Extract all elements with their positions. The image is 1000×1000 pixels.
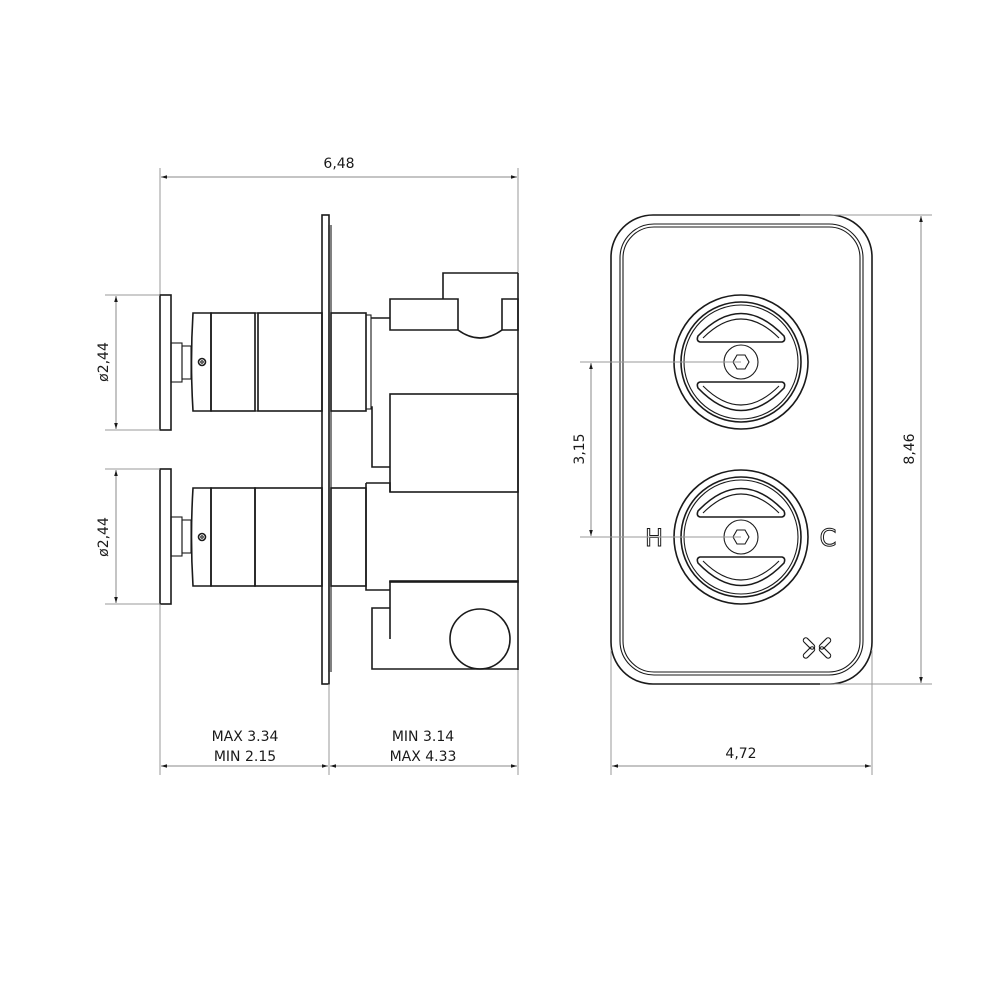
lower-handle-diameter-dimension: ø2,44 xyxy=(96,468,160,605)
svg-text:C: C xyxy=(820,524,837,552)
width-dimension: 4,72 xyxy=(610,650,873,775)
svg-text:H: H xyxy=(645,524,663,552)
valve-body xyxy=(365,272,519,670)
cold-marker: C xyxy=(819,524,837,553)
height-label: 8,46 xyxy=(902,433,918,464)
hot-marker: H xyxy=(644,524,663,553)
overall-width-label: 6,48 xyxy=(323,156,354,172)
width-label: 4,72 xyxy=(725,746,756,762)
wall-left-label-line2: MIN 2.15 xyxy=(214,749,276,765)
wall-plate xyxy=(321,214,332,685)
wall-depth-dimensions: MAX 3.34 MIN 2.15 MIN 3.14 MAX 4.33 xyxy=(159,604,519,775)
upper-diameter-label: ø2,44 xyxy=(96,342,112,382)
front-view: H C 3,15 8,46 xyxy=(572,214,932,775)
wall-left-label-line1: MAX 3.34 xyxy=(212,729,279,745)
handle-spacing-dimension: 3,15 xyxy=(572,361,741,538)
upper-handle-face xyxy=(673,294,809,430)
wall-right-label-line2: MAX 4.33 xyxy=(390,749,457,765)
trim-plate xyxy=(610,214,873,685)
cross-logo-icon xyxy=(802,637,832,659)
lower-diameter-label: ø2,44 xyxy=(96,517,112,557)
lower-handle xyxy=(159,468,367,605)
upper-handle xyxy=(159,294,372,431)
wall-right-label-line1: MIN 3.14 xyxy=(392,729,454,745)
upper-handle-diameter-dimension: ø2,44 xyxy=(96,294,160,431)
height-dimension: 8,46 xyxy=(800,214,932,685)
handle-spacing-label: 3,15 xyxy=(572,433,588,464)
overall-width-dimension: 6,48 xyxy=(159,156,519,295)
side-view: 6,48 ø2,44 xyxy=(96,156,519,775)
